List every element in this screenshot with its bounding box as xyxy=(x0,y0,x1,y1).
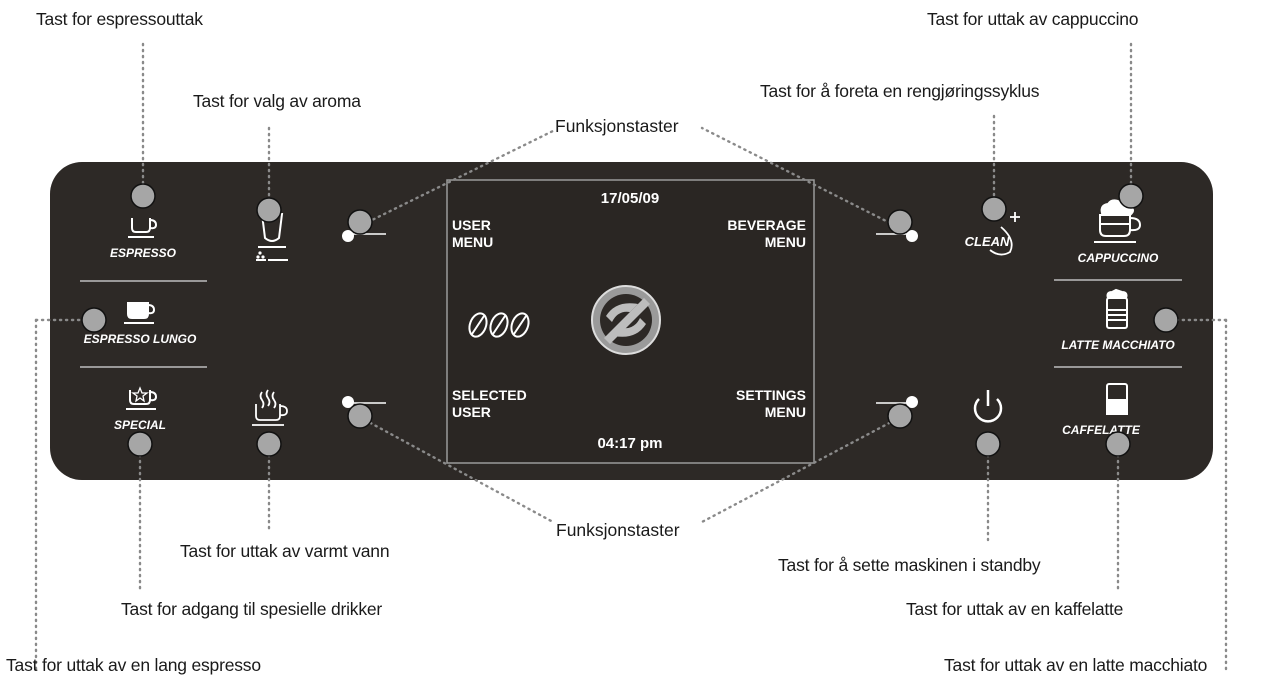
beverage-menu-label: BEVERAGE xyxy=(727,217,806,233)
caffelatte-label: CAFFELATTE xyxy=(1062,423,1141,437)
standby-button[interactable] xyxy=(975,431,1001,457)
caffelatte-button[interactable] xyxy=(1105,431,1131,457)
selected-user-label: SELECTED xyxy=(452,387,527,403)
aroma-button[interactable] xyxy=(256,197,282,223)
caffelatte-glass-icon xyxy=(1106,383,1128,415)
callout-cappuccino: Tast for uttak av cappuccino xyxy=(927,9,1139,29)
callout-lungo: Tast for uttak av en lang espresso xyxy=(6,655,261,675)
function-key-top-right[interactable] xyxy=(887,209,913,235)
espresso-lungo-label: ESPRESSO LUNGO xyxy=(84,332,197,346)
latte-glass-icon xyxy=(1106,288,1128,329)
callout-function-keys-top: Funksjonstaster xyxy=(555,116,679,136)
clean-button[interactable] xyxy=(981,196,1007,222)
espresso-cup-icon xyxy=(128,218,158,238)
function-key-bottom-right[interactable] xyxy=(887,403,913,429)
cappuccino-label: CAPPUCCINO xyxy=(1078,251,1159,265)
aroma-bean-icon xyxy=(256,213,288,261)
display-date: 17/05/09 xyxy=(601,190,659,207)
hot-water-button[interactable] xyxy=(256,431,282,457)
display-time: 04:17 pm xyxy=(597,435,662,452)
coffee-beans-icon xyxy=(468,312,530,338)
clean-label: CLEAN xyxy=(965,234,1010,249)
brand-logo-icon xyxy=(591,285,661,355)
latte-macchiato-button[interactable] xyxy=(1153,307,1179,333)
callout-function-keys-bottom: Funksjonstaster xyxy=(556,520,680,540)
user-menu-label: MENU xyxy=(452,234,493,250)
callout-standby: Tast for å sette maskinen i standby xyxy=(778,555,1041,575)
function-key-indicator xyxy=(906,230,918,242)
function-key-indicator xyxy=(342,230,354,242)
callout-latte-macchiato: Tast for uttak av en latte macchiato xyxy=(944,655,1208,675)
espresso-label: ESPRESSO xyxy=(110,246,177,260)
beverage-menu-label: MENU xyxy=(765,234,806,250)
espresso-button[interactable] xyxy=(130,183,156,209)
settings-menu-label: MENU xyxy=(765,404,806,420)
lungo-cup-icon xyxy=(124,302,156,324)
callout-caffelatte: Tast for uttak av en kaffelatte xyxy=(906,599,1124,619)
user-menu-label: USER xyxy=(452,217,491,233)
special-button[interactable] xyxy=(127,431,153,457)
cappuccino-button[interactable] xyxy=(1118,183,1144,209)
callout-clean: Tast for å foreta en rengjøringssyklus xyxy=(760,81,1040,101)
function-key-indicator xyxy=(342,396,354,408)
special-star-cup-icon xyxy=(126,386,158,410)
callout-hot-water: Tast for uttak av varmt vann xyxy=(180,541,390,561)
selected-user-label: USER xyxy=(452,404,491,420)
callout-aroma: Tast for valg av aroma xyxy=(193,91,361,111)
leader-lines xyxy=(34,42,1228,671)
callout-special: Tast for adgang til spesielle drikker xyxy=(121,599,383,619)
function-key-indicator xyxy=(906,396,918,408)
power-icon xyxy=(973,390,1003,423)
callout-espresso: Tast for espressouttak xyxy=(36,9,203,29)
cappuccino-cup-icon xyxy=(1094,199,1142,243)
function-key-top-left[interactable] xyxy=(347,209,373,235)
clean-icon xyxy=(989,212,1020,256)
buttons xyxy=(81,183,1179,457)
latte-macchiato-label: LATTE MACCHIATO xyxy=(1061,338,1175,352)
function-key-bottom-left[interactable] xyxy=(347,403,373,429)
espresso-lungo-button[interactable] xyxy=(81,307,107,333)
settings-menu-label: SETTINGS xyxy=(736,387,806,403)
special-label: SPECIAL xyxy=(114,418,166,432)
hot-water-icon xyxy=(252,389,288,426)
